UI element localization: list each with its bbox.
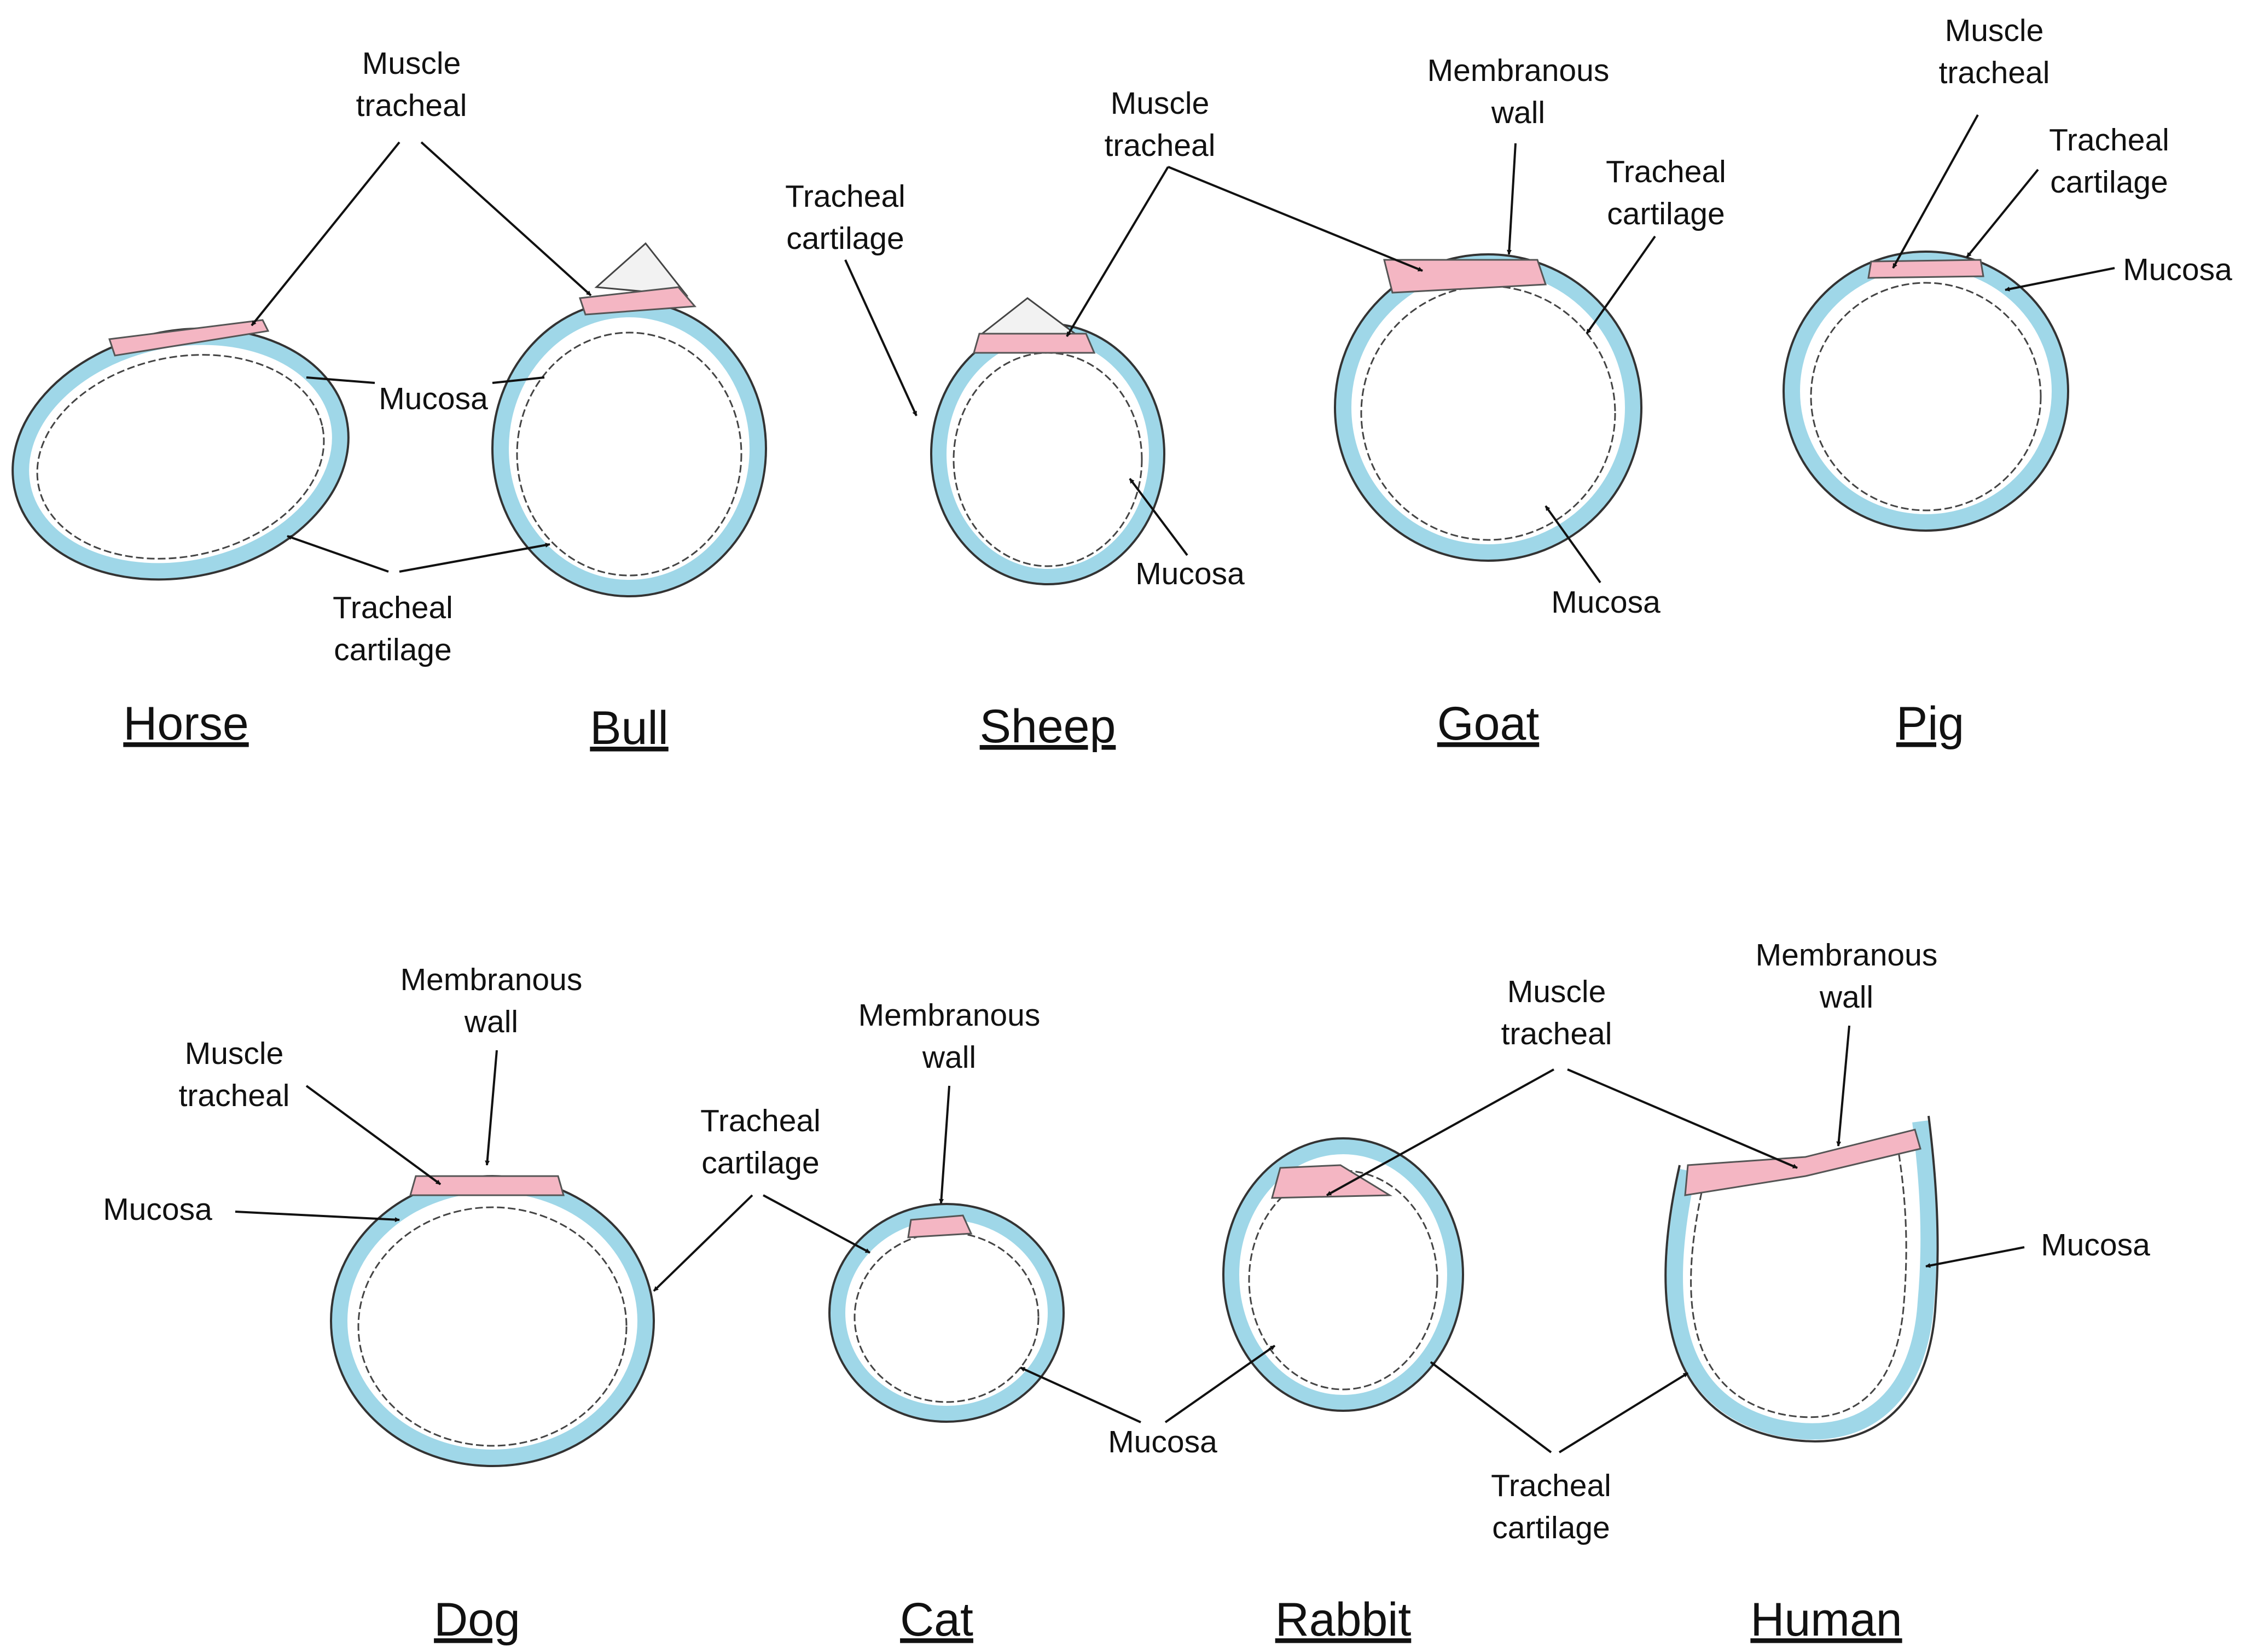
bull-muscle-tracheal xyxy=(578,286,697,316)
label-rabbit-human-muscle-tracheal: Muscle tracheal xyxy=(1326,974,1798,1196)
label-text-line: cartilage xyxy=(701,1145,819,1180)
bull-trachea xyxy=(491,242,767,597)
label-text-line: cartilage xyxy=(1492,1510,1610,1545)
species-name-dog: Dog xyxy=(434,1593,520,1646)
label-text-line: wall xyxy=(922,1040,976,1075)
label-text-line: Mucosa xyxy=(1135,556,1245,591)
label-text-line: tracheal xyxy=(1501,1016,1612,1051)
label-text-line: Mucosa xyxy=(2041,1228,2150,1263)
label-text-line: Mucosa xyxy=(103,1192,212,1227)
label-cat-membranous-wall: Membranous wall xyxy=(858,998,1041,1204)
label-dog-muscle-tracheal: Muscle tracheal xyxy=(179,1036,442,1185)
label-goat-tracheal-cartilage: Tracheal cartilage xyxy=(1586,154,1726,335)
species-name-goat: Goat xyxy=(1437,697,1540,750)
dog-muscle-tracheal xyxy=(409,1175,565,1196)
species-name-sheep: Sheep xyxy=(980,700,1116,753)
pig-trachea xyxy=(1783,251,2069,532)
sheep-trachea xyxy=(930,297,1165,585)
dog-trachea xyxy=(330,1175,655,1467)
rabbit-muscle-tracheal xyxy=(1271,1164,1393,1199)
goat-muscle-tracheal xyxy=(1383,259,1547,294)
label-text-line: cartilage xyxy=(786,221,904,256)
label-text-line: Membranous xyxy=(858,998,1041,1033)
label-text-line: wall xyxy=(1491,95,1545,130)
label-text-line: Mucosa xyxy=(1108,1424,1217,1459)
human-trachea xyxy=(1664,1115,1939,1442)
species-name-pig: Pig xyxy=(1896,697,1964,750)
label-text-line: tracheal xyxy=(1105,128,1216,163)
label-goat-mucosa: Mucosa xyxy=(1545,505,1661,620)
label-text-line: Tracheal xyxy=(700,1103,821,1138)
label-pig-tracheal-cartilage: Tracheal cartilage xyxy=(1966,123,2169,258)
label-text-line: Membranous xyxy=(400,962,583,997)
label-pig-muscle-tracheal: Muscle tracheal xyxy=(1892,13,2050,269)
label-rabbit-human-tracheal-cartilage: Tracheal cartilage xyxy=(1430,1361,1689,1545)
label-text-line: tracheal xyxy=(179,1078,290,1113)
goat-trachea xyxy=(1334,253,1642,562)
species-name-rabbit: Rabbit xyxy=(1275,1593,1412,1646)
label-text-line: Tracheal xyxy=(1491,1468,1611,1503)
species-name-human: Human xyxy=(1750,1593,1902,1646)
label-sheep-mucosa: Mucosa xyxy=(1129,478,1245,591)
label-text-line: cartilage xyxy=(1607,196,1725,231)
label-text-line: tracheal xyxy=(356,88,467,123)
label-text-line: Tracheal xyxy=(1606,154,1726,189)
label-text-line: wall xyxy=(1819,980,1873,1015)
horse-trachea xyxy=(11,319,350,581)
species-name-bull: Bull xyxy=(590,702,668,754)
label-text-line: Tracheal xyxy=(333,590,453,625)
pig-muscle-tracheal xyxy=(1867,259,1984,279)
label-sheep-goat-muscle-tracheal: Muscle tracheal xyxy=(1066,86,1423,338)
label-goat-membranous-wall: Membranous wall xyxy=(1427,53,1610,255)
label-text-line: cartilage xyxy=(334,632,451,667)
label-text-line: Tracheal xyxy=(2049,123,2169,158)
label-human-mucosa: Mucosa xyxy=(1925,1228,2150,1268)
label-horse-bull-mucosa: Mucosa xyxy=(306,376,545,416)
human-muscle-tracheal xyxy=(1684,1129,1921,1196)
cat-trachea xyxy=(828,1203,1065,1423)
label-text-line: wall xyxy=(464,1004,518,1039)
label-text-line: Membranous xyxy=(1756,938,1938,973)
species-name-cat: Cat xyxy=(900,1593,973,1646)
label-horse-bull-muscle-tracheal: Muscle tracheal xyxy=(251,46,592,327)
label-pig-mucosa: Mucosa xyxy=(2005,252,2232,292)
species-name-horse: Horse xyxy=(123,697,248,750)
label-text-line: cartilage xyxy=(2050,165,2168,200)
rabbit-trachea xyxy=(1222,1137,1464,1412)
horse-muscle-tracheal xyxy=(108,319,270,357)
label-human-membranous-wall: Membranous wall xyxy=(1756,938,1938,1147)
label-text-line: Mucosa xyxy=(1551,585,1661,620)
label-text-line: Mucosa xyxy=(379,381,488,416)
label-dog-membranous-wall: Membranous wall xyxy=(400,962,583,1166)
label-text-line: Muscle xyxy=(1945,13,2044,48)
label-text-line: Membranous xyxy=(1427,53,1610,88)
label-cat-rabbit-mucosa: Mucosa xyxy=(1020,1345,1276,1459)
label-text-line: Muscle xyxy=(1111,86,1210,121)
sheep-muscle-tracheal xyxy=(973,333,1096,354)
cat-muscle-tracheal xyxy=(907,1214,973,1238)
label-text-line: Muscle xyxy=(1507,974,1606,1009)
label-sheep-tracheal-cartilage: Tracheal cartilage xyxy=(785,179,918,416)
label-text-line: tracheal xyxy=(1939,55,2050,90)
label-dog-mucosa: Mucosa xyxy=(103,1192,400,1227)
label-text-line: Mucosa xyxy=(2123,252,2232,287)
label-dog-cat-tracheal-cartilage: Tracheal cartilage xyxy=(653,1103,870,1292)
label-horse-bull-tracheal-cartilage: Tracheal cartilage xyxy=(287,535,550,667)
label-text-line: Muscle xyxy=(185,1036,284,1071)
label-text-line: Muscle xyxy=(362,46,461,81)
label-text-line: Tracheal xyxy=(785,179,905,214)
